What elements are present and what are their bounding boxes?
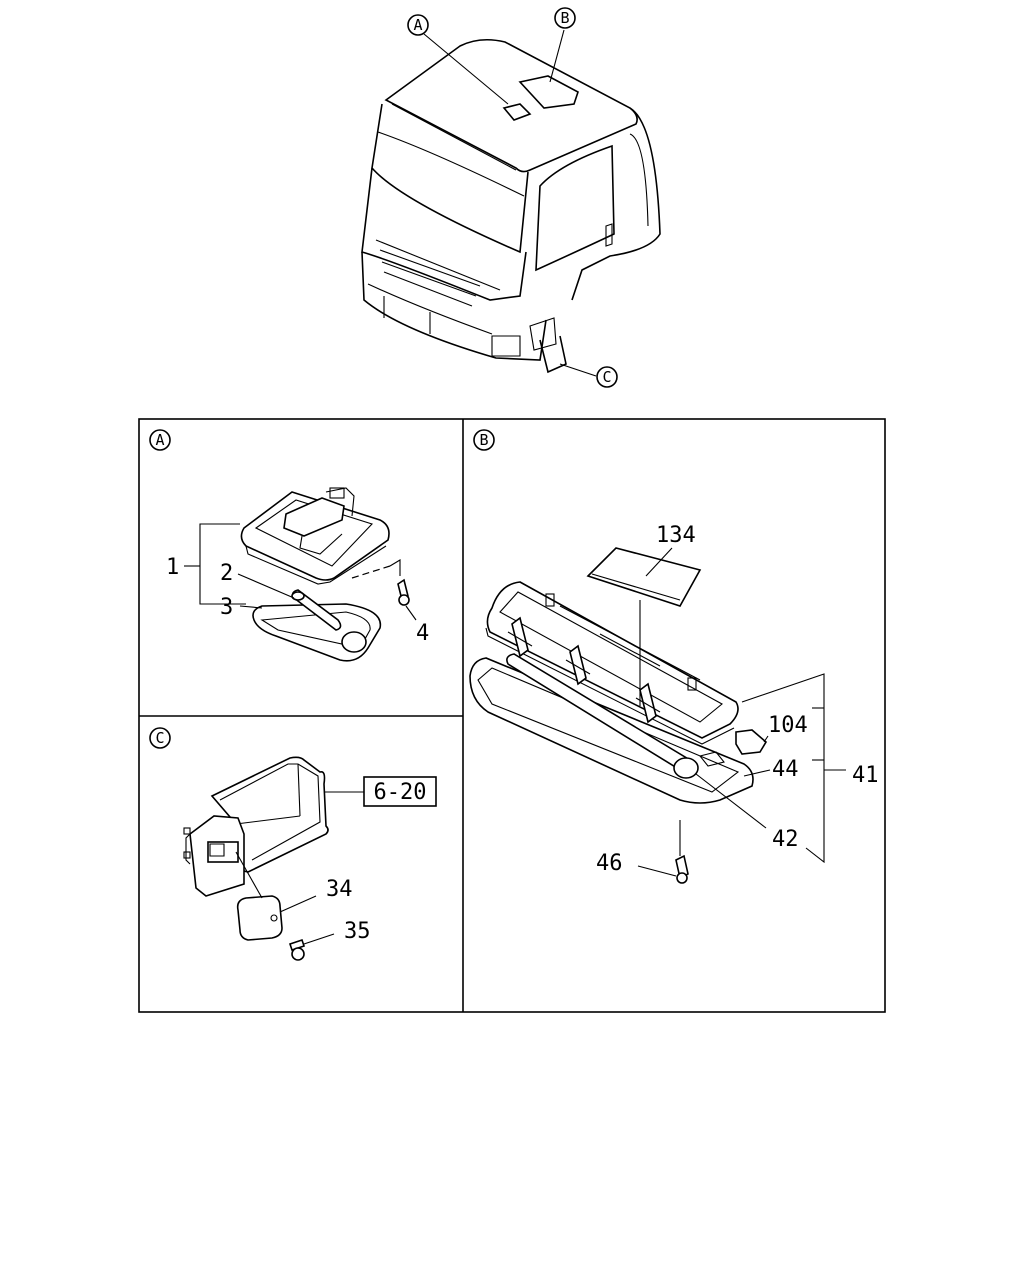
svg-text:C: C [602,368,611,386]
part-label-35: 35 [344,919,371,944]
part-label-3: 3 [220,595,233,620]
svg-text:6-20: 6-20 [374,780,427,805]
part-label-41: 41 [852,763,879,788]
overview-pointers [423,29,597,377]
view-c-marker: C [149,727,171,749]
view-b-marker: B [473,429,495,451]
view-b-leaders [637,547,846,877]
svg-text:A: A [155,431,164,449]
svg-text:B: B [479,431,488,449]
overview-marker-b: B [554,7,576,29]
part-label-44: 44 [772,757,799,782]
truck-cab-drawing [361,38,661,374]
part-label-2: 2 [220,561,233,586]
overview-marker-c: C [596,366,618,388]
svg-text:A: A [413,16,422,34]
part-label-4: 4 [416,621,429,646]
part-label-134: 134 [656,523,696,548]
part-label-104: 104 [768,713,808,738]
detail-frames [138,418,886,1013]
view-b-roof-lamp [469,547,768,884]
svg-text:C: C [155,729,164,747]
part-label-42: 42 [772,827,799,852]
overview-marker-a: A [407,14,429,36]
view-c-step-lamp [183,756,329,961]
svg-text:B: B [560,9,569,27]
part-label-46: 46 [596,851,623,876]
view-a-marker: A [149,429,171,451]
part-label-34: 34 [326,877,353,902]
reference-box-6-20: 6-20 [363,776,437,807]
part-label-1: 1 [166,555,179,580]
view-a-leaders [184,523,417,621]
view-a-room-lamp [240,487,410,662]
view-c-leaders [235,791,364,945]
